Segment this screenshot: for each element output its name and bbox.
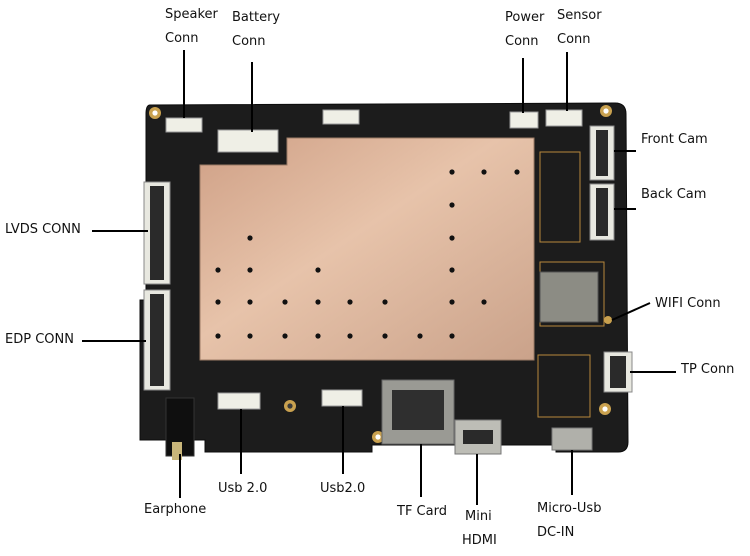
power-connector xyxy=(509,111,539,129)
speaker-connector xyxy=(165,117,203,133)
micro-usb-port xyxy=(551,427,593,451)
label-earphone: Earphone xyxy=(144,502,207,517)
usb-b-connector xyxy=(321,389,363,407)
rf-shield xyxy=(199,137,535,361)
usb-a-connector xyxy=(217,392,261,410)
shield-dots xyxy=(215,169,520,339)
label-tf-card: TF Card xyxy=(397,504,447,519)
label-micro-usb-dc-in: Micro-Usb DC-IN xyxy=(537,501,602,540)
leader-lines xyxy=(82,50,676,505)
label-mini-hdmi: Mini HDMI xyxy=(462,509,497,548)
label-speaker-conn: Speaker Conn xyxy=(165,7,218,46)
label-front-cam: Front Cam xyxy=(641,132,708,147)
sensor-connector xyxy=(545,109,583,127)
label-lvds-conn: LVDS CONN xyxy=(5,222,81,237)
wifi-antenna-pad xyxy=(604,316,612,324)
label-back-cam: Back Cam xyxy=(641,187,707,202)
connector-parts xyxy=(143,109,633,460)
wifi-module xyxy=(539,271,599,323)
battery-connector xyxy=(217,129,279,153)
label-wifi-conn: WIFI Conn xyxy=(655,296,721,311)
label-edp-conn: EDP CONN xyxy=(5,332,74,347)
label-usb20-b: Usb2.0 xyxy=(320,481,366,496)
label-tp-conn: TP Conn xyxy=(681,362,735,377)
label-battery-conn: Battery Conn xyxy=(232,10,281,49)
label-power-conn: Power Conn xyxy=(505,10,545,49)
top-connector xyxy=(322,109,360,125)
label-sensor-conn: Sensor Conn xyxy=(557,8,602,47)
label-usb20-a: Usb 2.0 xyxy=(218,481,268,496)
